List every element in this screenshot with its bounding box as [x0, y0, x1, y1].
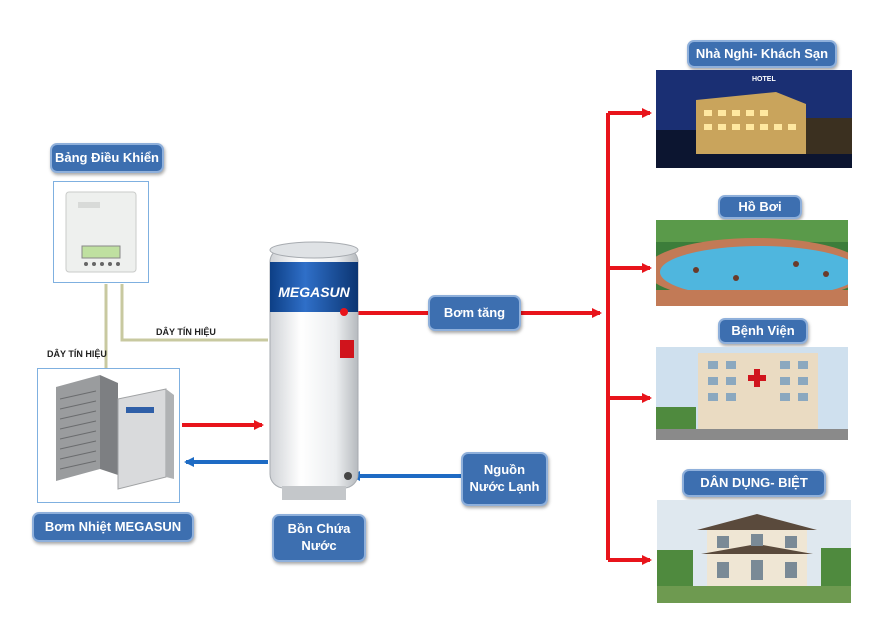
signal-wire-label: DÂY TÍN HIỆU	[47, 349, 107, 359]
tank-label: Bồn Chứa Nước	[272, 514, 366, 562]
residential-photo	[657, 500, 851, 603]
thermostat-icon	[65, 191, 137, 273]
hotel-image	[656, 70, 852, 168]
control-panel-label: Bảng Điều Khiển	[50, 143, 164, 173]
control-panel	[53, 181, 149, 283]
hotel-photo: HOTEL	[656, 70, 852, 168]
heat-pump-unit	[37, 368, 180, 503]
hotel-sign: HOTEL	[752, 76, 776, 83]
pool-photo	[656, 220, 848, 306]
hospital-photo	[656, 347, 848, 440]
hotel-label: Nhà Nghi- Khách Sạn	[687, 40, 837, 68]
pool-label: Hồ Bơi	[718, 195, 802, 219]
residential-label: DÂN DỤNG- BIỆT	[682, 469, 826, 497]
tank-brand: MEGASUN	[278, 284, 350, 300]
hospital-image	[656, 347, 848, 440]
residential-image	[657, 500, 851, 603]
hospital-label: Bệnh Viện	[718, 318, 808, 344]
booster-pump-label: Bơm tăng	[428, 295, 521, 331]
heat-pump-label: Bơm Nhiệt MEGASUN	[32, 512, 194, 542]
heat-pump-illustration	[56, 375, 174, 490]
pool-image	[656, 220, 848, 306]
tank-illustration	[269, 241, 359, 500]
cold-water-label: Nguồn Nước Lạnh	[461, 452, 548, 506]
signal-wire-line	[120, 284, 268, 342]
water-tank: MEGASUN	[268, 240, 360, 505]
signal-wire-label: DÂY TÍN HIỆU	[156, 327, 216, 337]
